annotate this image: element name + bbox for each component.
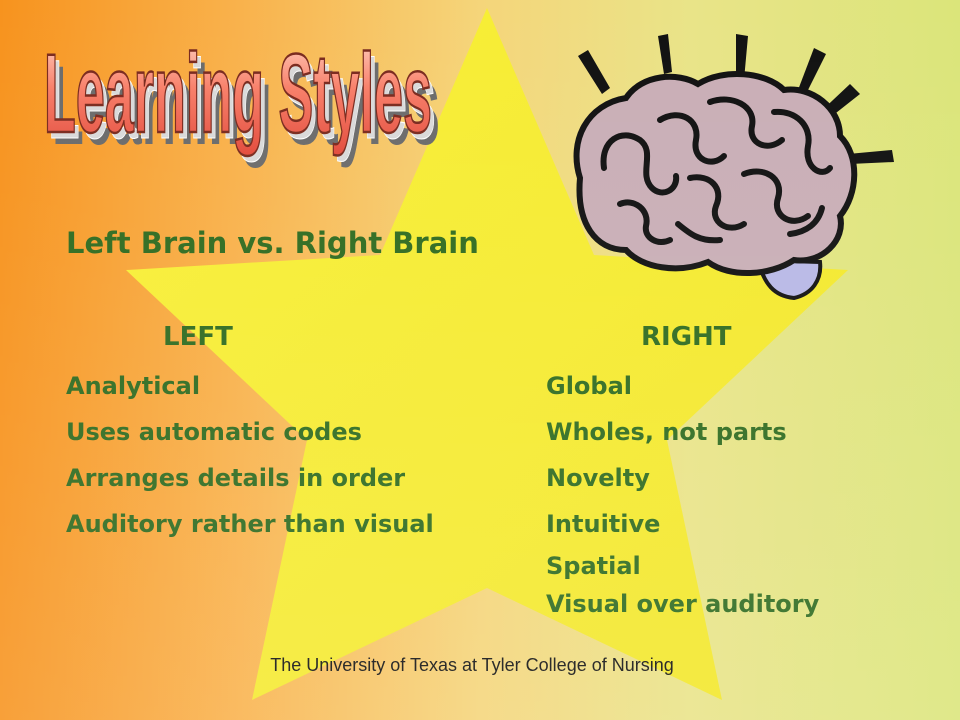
list-item: Analytical bbox=[66, 372, 201, 400]
list-item: Arranges details in order bbox=[66, 464, 406, 492]
left-brain-list: Analytical Uses automatic codes Arranges… bbox=[66, 363, 434, 547]
list-item: Uses automatic codes bbox=[66, 418, 362, 446]
idea-lines bbox=[578, 34, 894, 164]
title-wordart: Learning Styles Learning Styles Learning… bbox=[43, 30, 440, 168]
list-item: Global bbox=[546, 372, 633, 400]
title-shadow: Learning Styles bbox=[52, 43, 440, 168]
subtitle: Left Brain vs. Right Brain bbox=[66, 226, 479, 260]
list-item: Auditory rather than visual bbox=[66, 510, 434, 538]
list-item: Spatial bbox=[546, 552, 641, 580]
list-item: Wholes, not parts bbox=[546, 418, 787, 446]
footer-credit: The University of Texas at Tyler College… bbox=[270, 655, 674, 675]
right-column-heading: RIGHT bbox=[641, 322, 732, 352]
right-brain-list: Global Wholes, not parts Novelty Intuiti… bbox=[546, 363, 819, 623]
list-item: Intuitive bbox=[546, 510, 661, 538]
list-item: Visual over auditory bbox=[546, 590, 820, 618]
brain-icon bbox=[573, 34, 894, 301]
title-extrude: Learning Styles bbox=[48, 37, 436, 162]
list-item: Novelty bbox=[546, 464, 650, 492]
page-title: Learning Styles bbox=[44, 31, 432, 156]
left-column-heading: LEFT bbox=[163, 322, 233, 352]
